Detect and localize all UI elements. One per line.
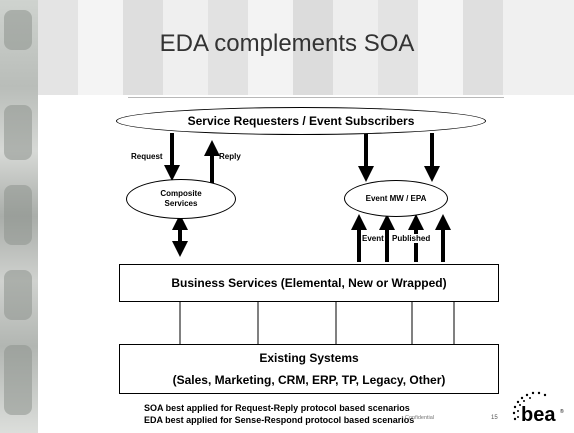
composite-services-ellipse: Composite Services	[126, 179, 236, 219]
event-label: Event	[362, 234, 384, 243]
svg-text:®: ®	[560, 408, 564, 415]
bea-logo: bea ®	[512, 391, 564, 426]
photo-fragment	[4, 345, 32, 415]
business-services-label: Business Services (Elemental, New or Wra…	[171, 276, 447, 290]
footer-note: SOA best applied for Request-Reply proto…	[144, 402, 414, 426]
existing-systems-list: (Sales, Marketing, CRM, ERP, TP, Legacy,…	[172, 373, 446, 387]
side-photo-strip	[0, 0, 38, 433]
event-mw-epa-label: Event MW / EPA	[365, 194, 427, 203]
service-requesters-ellipse: Service Requesters / Event Subscribers	[116, 107, 486, 135]
reply-label: Reply	[219, 152, 241, 161]
composite-services-label-line1: Composite	[160, 189, 202, 198]
existing-systems-box: Existing Systems (Sales, Marketing, CRM,…	[119, 344, 499, 394]
service-requesters-label: Service Requesters / Event Subscribers	[187, 114, 415, 128]
page-number: 15	[491, 415, 498, 421]
title-divider	[128, 97, 504, 98]
request-label: Request	[131, 152, 163, 161]
event-mw-epa-ellipse: Event MW / EPA	[344, 180, 448, 217]
photo-fragment	[4, 10, 32, 50]
bea-logo-text: bea	[521, 404, 556, 426]
footer-eda-line: EDA best applied for Sense-Respond proto…	[144, 415, 415, 425]
footer-soa-line: SOA best applied for Request-Reply proto…	[144, 403, 410, 413]
confidential-label: Confidential	[405, 415, 435, 421]
header-band	[38, 0, 574, 95]
photo-fragment	[4, 105, 32, 160]
business-services-box: Business Services (Elemental, New or Wra…	[119, 264, 499, 302]
photo-fragment	[4, 270, 32, 320]
published-label: Published	[392, 234, 431, 243]
slide-title: EDA complements SOA	[159, 30, 415, 57]
photo-fragment	[4, 185, 32, 245]
composite-services-label-line2: Services	[164, 199, 198, 208]
existing-systems-title: Existing Systems	[259, 351, 359, 365]
